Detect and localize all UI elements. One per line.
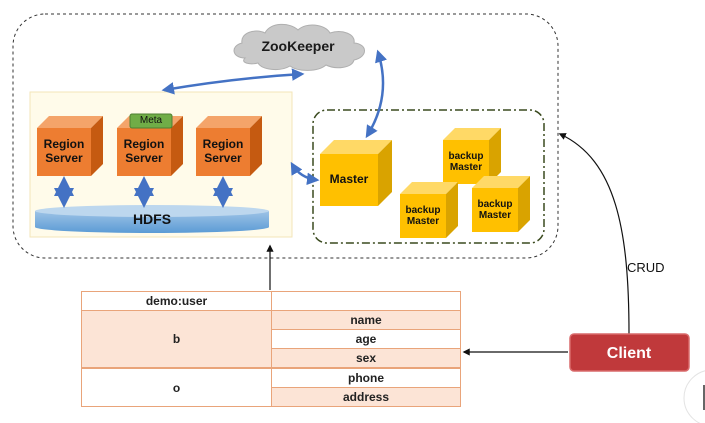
- master-regionservers-arrow: [290, 161, 320, 186]
- corner-circle-decoration: [683, 370, 705, 423]
- backup-master-label-1: backup Master: [448, 150, 484, 174]
- meta-badge-label: Meta: [139, 115, 163, 127]
- backup-master-label-3: backup Master: [477, 198, 513, 222]
- region-server-label-2: Region Server: [123, 137, 165, 165]
- table-title-cell: demo:user: [81, 291, 272, 311]
- hdfs-label: HDFS: [133, 211, 171, 227]
- zk-regionservers-arrow: [161, 68, 305, 95]
- region-server-cube-3: [196, 116, 262, 176]
- connector-layer: [54, 49, 630, 356]
- crud-label: CRUD: [627, 260, 665, 275]
- table-title-empty-cell: [271, 291, 461, 311]
- client-button-label[interactable]: Client: [607, 345, 652, 362]
- master-label: Master: [329, 172, 369, 187]
- zk-master-arrow: [365, 49, 387, 139]
- column-qualifier-cell-address: address: [271, 387, 461, 407]
- meta-badge: [129, 113, 173, 129]
- column-family-cell-b: b: [81, 310, 272, 368]
- region-server-cube-1: [37, 116, 103, 176]
- backup-master-cube-2: [400, 182, 458, 238]
- backup-master-cube-1: [443, 128, 501, 184]
- hdfs-cylinder: [35, 205, 269, 233]
- client-button-shape[interactable]: [569, 333, 690, 372]
- column-family-cell-o: o: [81, 368, 272, 407]
- column-qualifier-cell-age: age: [271, 329, 461, 349]
- backup-master-label-2: backup Master: [405, 204, 441, 228]
- column-qualifier-cell-sex: sex: [271, 348, 461, 368]
- master-cube: [320, 140, 392, 206]
- client-crud-arrow: [558, 133, 630, 335]
- column-qualifier-cell-phone: phone: [271, 368, 461, 388]
- region-server-label-1: Region Server: [43, 137, 85, 165]
- cluster-boundary: [12, 13, 559, 259]
- region-server-label-3: Region Server: [202, 137, 244, 165]
- zookeeper-label: ZooKeeper: [261, 38, 335, 54]
- backup-master-cube-3: [472, 176, 530, 232]
- column-qualifier-cell-name: name: [271, 310, 461, 330]
- cube-layer: [37, 113, 530, 238]
